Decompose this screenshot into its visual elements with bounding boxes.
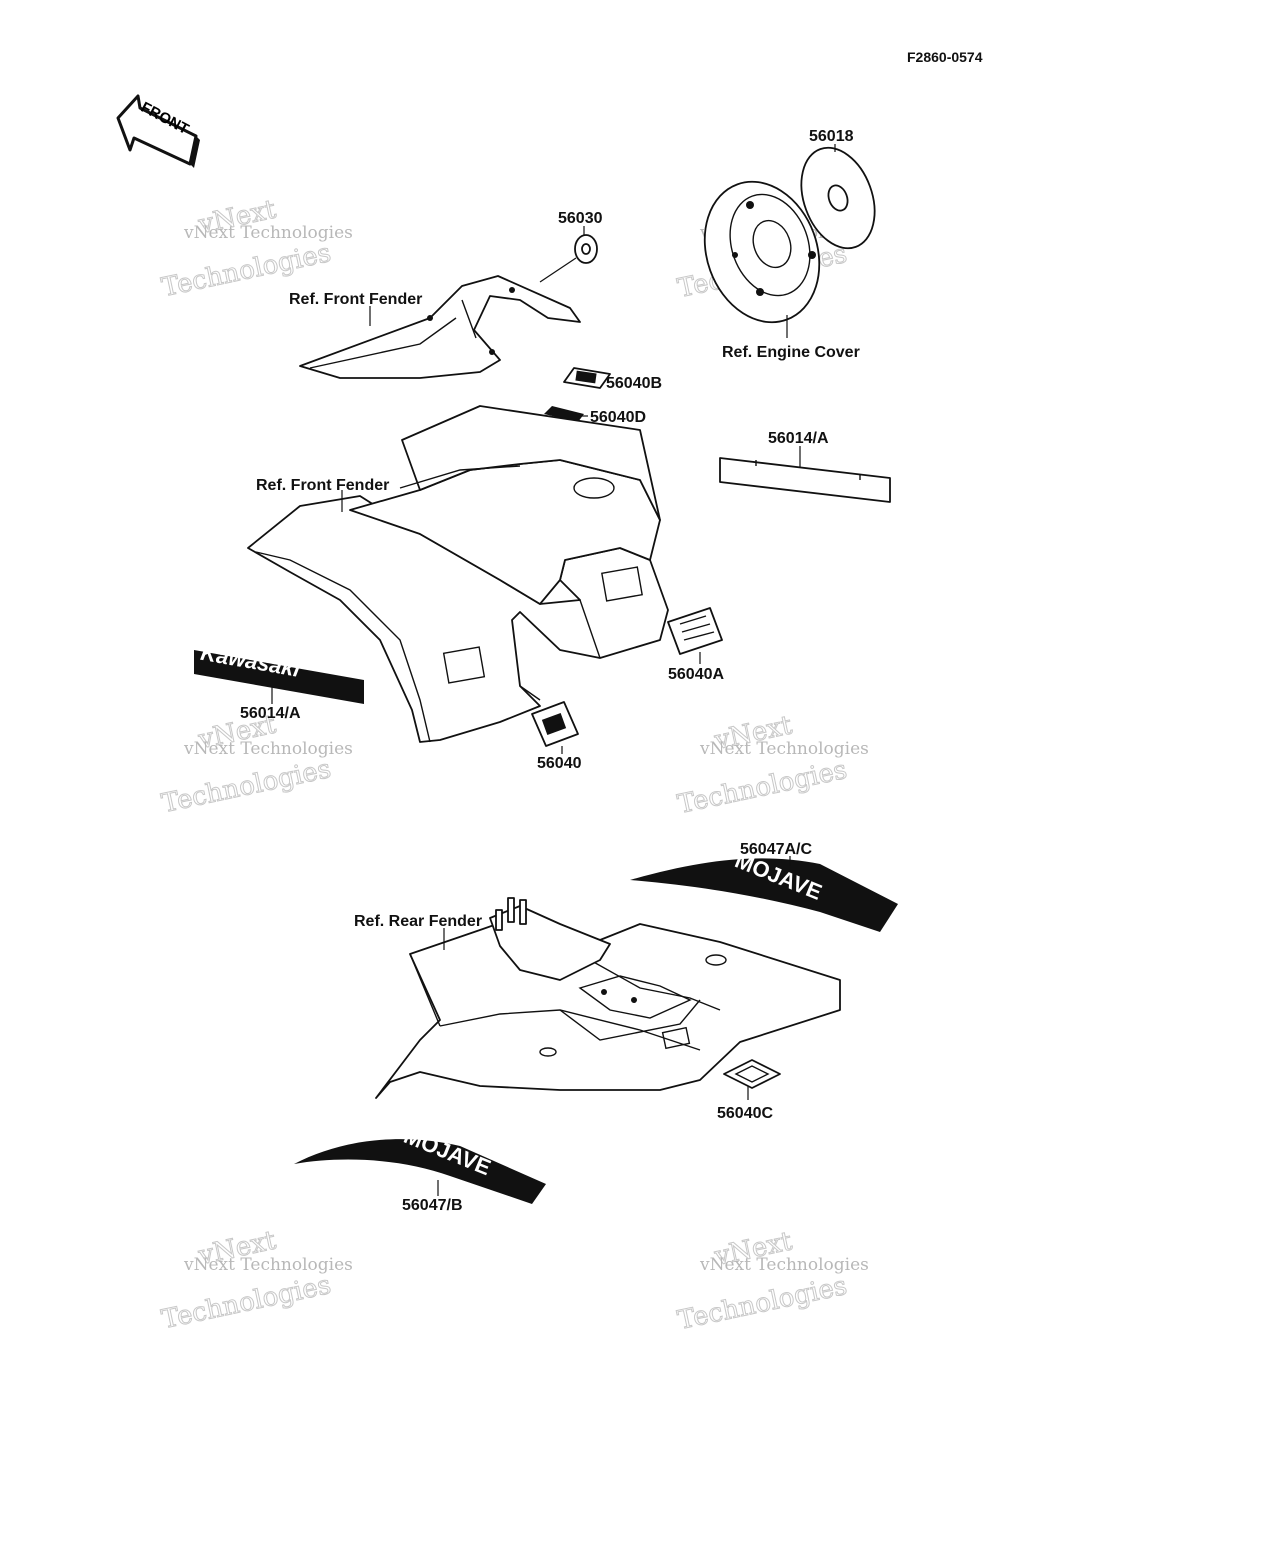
decal-56040A	[667, 607, 723, 655]
svg-text:Technologies: Technologies	[675, 755, 850, 820]
svg-text:Technologies: Technologies	[159, 754, 334, 819]
watermark-mid-right: vNext vNext Technologies Technologies	[675, 710, 869, 821]
label-ref-rear-fender: Ref. Rear Fender	[354, 913, 482, 930]
decal-kawasaki: Kawasaki	[194, 640, 364, 704]
decal-56047AC: MOJAVE	[630, 847, 898, 932]
label-56040B: 56040B	[606, 375, 662, 392]
label-ref-front-fender-2: Ref. Front Fender	[256, 477, 389, 494]
diagram-code: F2860-0574	[907, 49, 983, 65]
watermark-bottom-right: vNext vNext Technologies Technologies	[675, 1226, 869, 1337]
svg-text:vNext Technologies: vNext Technologies	[699, 1255, 869, 1275]
decal-56047B: MOJAVE	[294, 1123, 546, 1204]
label-56040D: 56040D	[590, 409, 646, 426]
label-ref-engine-cover: Ref. Engine Cover	[722, 344, 860, 361]
decal-56040D	[544, 406, 584, 422]
label-56047AC: 56047A/C	[740, 841, 812, 858]
label-56018: 56018	[809, 128, 854, 145]
watermark-top-left: vNext vNext Technologies Technologies	[159, 194, 353, 304]
svg-text:vNext Technologies: vNext Technologies	[183, 1255, 353, 1275]
engine-cover-illustration	[703, 180, 821, 324]
disc-56018	[800, 146, 876, 250]
front-fender-small	[299, 275, 581, 379]
front-arrow-icon: FRONT	[116, 94, 200, 168]
label-56047B: 56047/B	[402, 1197, 463, 1214]
watermark-mid-left: vNext vNext Technologies Technologies	[159, 709, 353, 820]
strip-56014A	[719, 457, 891, 503]
rear-fender	[375, 897, 841, 1099]
decal-56040C	[723, 1059, 781, 1089]
svg-text:Technologies: Technologies	[159, 1270, 334, 1335]
label-ref-front-fender-1: Ref. Front Fender	[289, 291, 422, 308]
watermark-bottom-left: vNext vNext Technologies Technologies	[159, 1225, 353, 1336]
decal-56040	[531, 701, 579, 747]
svg-text:vNext Technologies: vNext Technologies	[699, 739, 869, 759]
washer-56030	[574, 234, 598, 264]
label-56040C: 56040C	[717, 1105, 773, 1122]
label-56040: 56040	[537, 755, 582, 772]
decal-56040B	[563, 367, 611, 389]
front-fender-large	[247, 405, 669, 743]
label-56014A-left: 56014/A	[240, 705, 301, 722]
label-56014A-right: 56014/A	[768, 430, 829, 447]
svg-text:Technologies: Technologies	[675, 1271, 850, 1336]
svg-text:vNext Technologies: vNext Technologies	[183, 739, 353, 759]
label-56040A: 56040A	[668, 666, 724, 683]
svg-text:vNext Technologies: vNext Technologies	[183, 223, 353, 243]
label-56030: 56030	[558, 210, 603, 227]
